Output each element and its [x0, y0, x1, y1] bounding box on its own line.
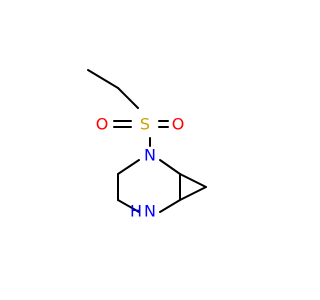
bond-ch3-ch2 — [87, 69, 119, 89]
structure-drawing: S O O N N H — [87, 69, 207, 221]
oxygen-right-atom-label: O — [172, 115, 185, 134]
nitrogen-sulfonyl-atom-label: N — [144, 146, 156, 165]
sulfur-atom-label: S — [140, 115, 150, 134]
bond-cyclopropane-lower — [179, 186, 207, 201]
bond-ch2-s — [117, 87, 139, 109]
bonds — [87, 69, 207, 213]
bond-ring-ch2-nh — [117, 199, 140, 213]
molecule-canvas: S O O N N H — [87, 69, 207, 221]
atom-labels: S O O N N H — [96, 115, 185, 221]
hydrogen-amine-atom-label: H — [130, 202, 142, 221]
oxygen-left-atom-label: O — [96, 115, 109, 134]
bond-cyclopropane-upper — [179, 173, 207, 188]
bond-ch-n — [159, 159, 181, 175]
bond-n-ring-ch2-upper — [117, 159, 140, 175]
nitrogen-amine-atom-label: N — [144, 202, 156, 221]
bond-nh-ch — [159, 199, 181, 213]
